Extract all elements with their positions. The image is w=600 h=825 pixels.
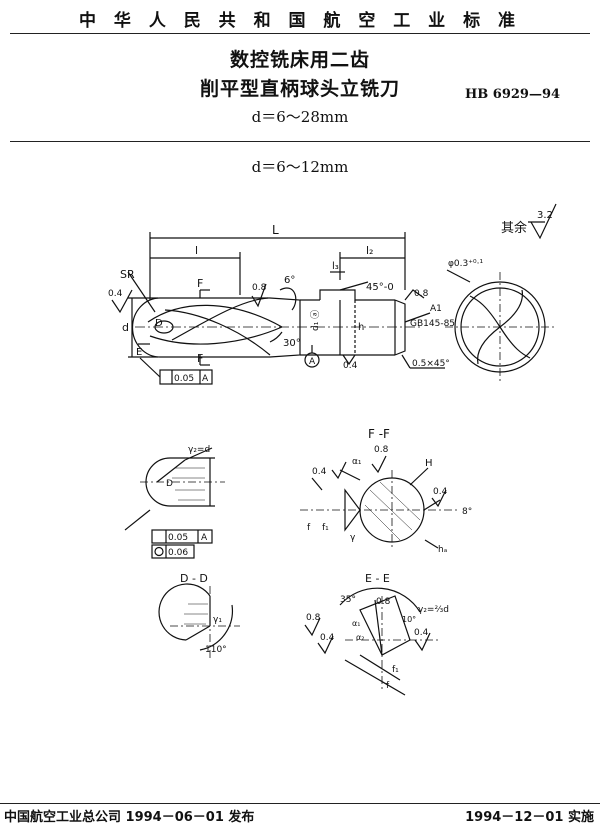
- dim-total-length: L: [272, 223, 279, 237]
- dd-angle: 110°: [205, 645, 227, 655]
- end-view: [445, 269, 555, 382]
- ee-gamma: γ₂=⅔d: [418, 605, 449, 615]
- section-dd: [158, 583, 240, 660]
- roughness-rest-value: 3.2: [537, 210, 553, 221]
- dim-flat-length: l₂: [366, 244, 373, 257]
- ff-gamma: γ: [350, 533, 356, 543]
- ee-r04b: 0.4: [414, 628, 429, 638]
- header-rule: [10, 33, 590, 34]
- title-line-1: 数控铣床用二齿: [229, 49, 370, 71]
- ee-ten: 10°: [402, 615, 416, 624]
- title-rule: [10, 141, 590, 142]
- label-diameter-d: d: [122, 321, 129, 334]
- label-f-bot: F: [197, 352, 203, 365]
- roughness-04-left: 0.4: [108, 289, 123, 299]
- roughness-04-bottom: 0.4: [343, 361, 358, 371]
- roughness-rest-label: 其余: [501, 220, 527, 236]
- ee-angle35: 35°: [340, 595, 356, 605]
- section-ff: [300, 455, 460, 550]
- datum-a-label: A: [309, 357, 316, 367]
- ee-r08a: 0.8: [306, 613, 321, 623]
- ee-r08b: 0.8: [376, 597, 391, 607]
- runout-tol: 0.05: [174, 374, 194, 384]
- dim-l3: l₃: [332, 261, 339, 272]
- section-ff-title: F -F: [368, 427, 390, 441]
- ff-ha: hₐ: [438, 545, 447, 555]
- label-e: E: [136, 347, 142, 358]
- size-range-sub: d＝6～12mm: [251, 158, 349, 176]
- label-f-top: F: [197, 277, 203, 290]
- footer-issued: 中国航空工业总公司 1994－06－01 发布: [4, 810, 255, 825]
- ee-a1: α₁: [352, 619, 360, 628]
- standard-number: HB 6929—94: [465, 87, 561, 102]
- section-detail-ball: [124, 447, 225, 559]
- detail-tol1: 0.05: [168, 533, 188, 543]
- ff-r04b: 0.4: [433, 487, 448, 497]
- runout-datum: A: [202, 374, 209, 384]
- ff-a1: α₁: [352, 457, 362, 467]
- detail-tol2: 0.06: [168, 548, 188, 558]
- title-line-2: 削平型直柄球头立铣刀: [199, 78, 400, 100]
- chamfer-label: 0.5×45°: [412, 359, 450, 369]
- center-hole-std: GB145-85: [410, 319, 455, 329]
- angle-30: 30°: [283, 338, 301, 349]
- dd-gamma1: γ₁: [213, 615, 222, 625]
- size-range-main: d＝6～28mm: [251, 108, 349, 126]
- roughness-rest-symbol: [528, 203, 557, 240]
- ff-angle8: 8°: [462, 507, 472, 517]
- ff-f1: f₁: [322, 523, 329, 533]
- footer-rule: [0, 803, 600, 804]
- ff-r08: 0.8: [374, 445, 389, 455]
- ee-f1: f₁: [392, 665, 399, 675]
- ff-r04a: 0.4: [312, 467, 327, 477]
- detail-letter-d: D: [166, 479, 173, 489]
- footer-effective: 1994－12－01 实施: [465, 810, 594, 825]
- detail-radius: γ₂=d: [188, 445, 210, 455]
- main-side-view: [111, 232, 445, 385]
- dim-flute-length: l: [195, 244, 198, 257]
- label-d-section: D: [155, 318, 163, 329]
- ff-f: f: [307, 523, 311, 533]
- ee-r04a: 0.4: [320, 633, 335, 643]
- label-h: h: [358, 322, 364, 333]
- center-hole-a1: A1: [430, 304, 442, 314]
- label-sr: SR: [120, 268, 135, 281]
- roughness-08-a: 0.8: [252, 283, 267, 293]
- label-shank-d1: d₁ ⓐ: [310, 310, 321, 331]
- section-ee: [304, 587, 440, 696]
- ee-f: f: [386, 681, 390, 691]
- section-ee-title: E - E: [365, 572, 390, 585]
- section-dd-title: D - D: [180, 572, 208, 585]
- ee-a2: α₂: [356, 633, 364, 642]
- standard-org-header: 中 华 人 民 共 和 国 航 空 工 业 标 准: [78, 11, 522, 31]
- angle-45: 45°-0: [366, 282, 394, 293]
- angle-6: 6°: [284, 275, 295, 286]
- detail-tol1-datum: A: [201, 533, 208, 543]
- end-view-tol: φ0.3⁺⁰·¹: [448, 259, 483, 269]
- ff-h: H: [425, 458, 433, 469]
- roughness-08-b: 0.8: [414, 289, 429, 299]
